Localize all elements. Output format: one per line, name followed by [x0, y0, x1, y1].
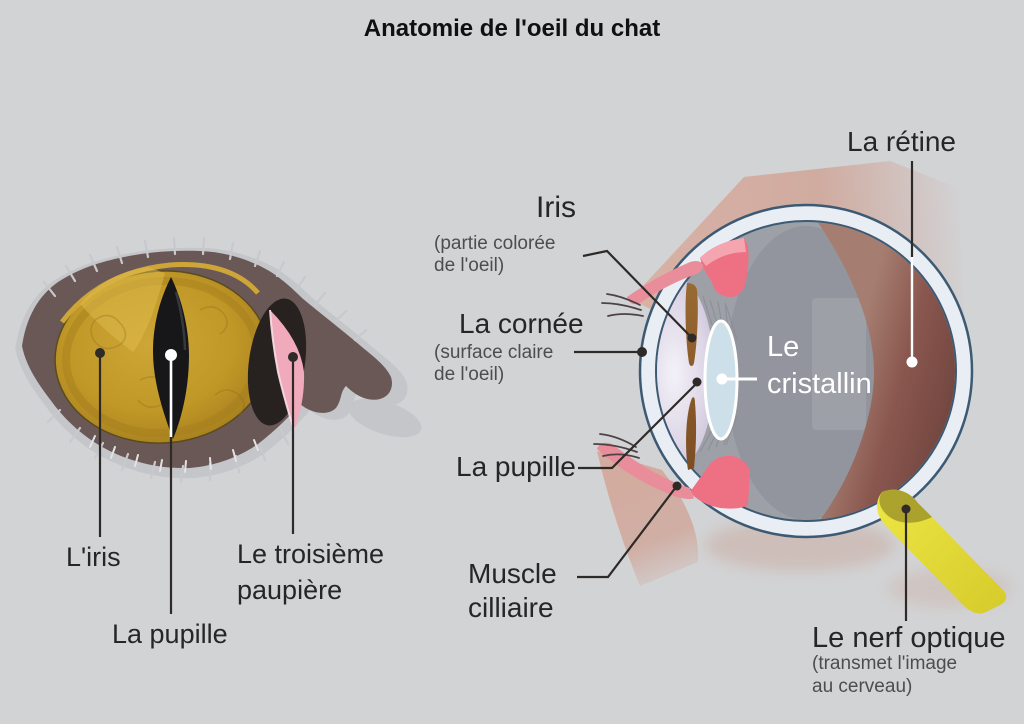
cat-eye-third-eyelid: [270, 310, 305, 430]
label-pupil-cross-section: La pupille: [456, 451, 576, 482]
label-lens-line2: cristallin: [767, 368, 872, 400]
upper-eyelashes: [601, 293, 644, 317]
lower-eyelashes: [593, 433, 640, 459]
label-optic-nerve: Le nerf optique: [812, 622, 1006, 654]
label-left-pupil: La pupille: [112, 619, 228, 649]
cat-eye-upper-lashes: [42, 236, 368, 342]
cat-eye-iris-top-rim: [60, 262, 260, 324]
cat-eye-third-eyelid-edge: [269, 309, 295, 431]
cat-eye-illustration: [15, 236, 422, 614]
retina-choroid: [817, 222, 955, 520]
diagram-title: Anatomie de l'oeil du chat: [363, 15, 661, 42]
vitreous-light-band: [812, 298, 866, 430]
label-third-eyelid-line1: Le troisième: [237, 539, 385, 569]
lower-eyelid-rim: [597, 442, 694, 500]
label-left-iris: L'iris: [66, 542, 121, 572]
cat-eye-leaders: [95, 348, 298, 614]
label-ciliary-muscle-line2: cilliaire: [468, 592, 554, 623]
cat-eye-pupil-highlight: [174, 291, 187, 351]
cross-section-leaders: [574, 161, 918, 621]
cat-eye-iris-highlight: [80, 267, 165, 352]
lower-eyelid-skin: [597, 451, 699, 586]
upper-eyelid-rim: [627, 261, 704, 305]
ciliary-body-top-light: [700, 238, 746, 266]
label-ciliary-muscle-line1: Muscle: [468, 558, 557, 589]
iris-strip-top: [685, 283, 698, 366]
label-third-eyelid-line2: paupière: [237, 575, 343, 605]
label-retina: La rétine: [847, 126, 956, 157]
eye-cross-section-illustration: [574, 161, 1012, 621]
label-cornea-note-line2: de l'oeil): [434, 364, 505, 385]
ciliary-body-bottom: [690, 455, 750, 509]
label-iris-note-line2: de l'oeil): [434, 255, 505, 276]
label-cornea-title: La cornée: [459, 308, 584, 339]
label-iris-title: Iris: [536, 191, 576, 224]
label-iris-note-line1: (partie colorée: [434, 233, 556, 254]
iris-strip-bottom: [686, 397, 697, 470]
label-cornea-note-line1: (surface claire: [434, 342, 554, 363]
label-optic-nerve-note-line2: au cerveau): [812, 676, 913, 697]
label-lens-line1: Le: [767, 331, 800, 363]
cat-eye-inner-lash-marks: [89, 435, 259, 473]
label-optic-nerve-note-line1: (transmet l'image: [812, 653, 958, 674]
cat-eye-shadow-smear: [348, 398, 422, 438]
